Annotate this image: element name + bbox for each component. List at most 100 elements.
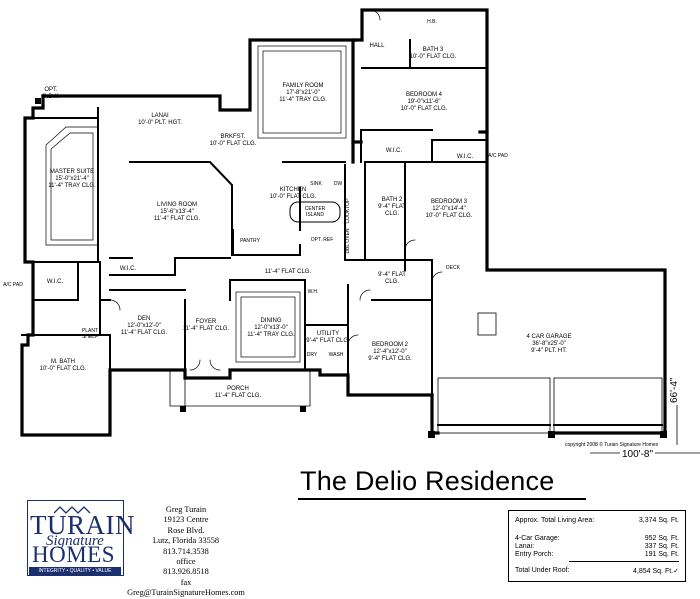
room-name: W.I.C. (119, 266, 137, 272)
contact-phone: 813.714.3538 (163, 546, 209, 556)
garage-details (437, 312, 663, 434)
room-name: HALL (369, 43, 385, 49)
room-name: FAMILY ROOM (282, 83, 324, 89)
room-name: O.D.K. (41, 94, 61, 100)
kitchen-island (289, 201, 341, 223)
room-ceiling: 11'-4" TRAY CLG. (48, 183, 96, 189)
room-ceiling: 11'-4" FLAT CLG. (153, 216, 201, 222)
room-size: 36'-8"x25'-0" (532, 341, 566, 347)
logo-brand-turain: TURAIN (30, 510, 135, 540)
room-label-dining: DINING 12'-0"x13'-0" 11'-4" TRAY CLG. (247, 318, 295, 339)
room-label-den: DEN 12'-0"x12'-0" 11'-4" FLAT CLG. (121, 316, 167, 337)
room-ceiling: 11'-4" TRAY CLG. (279, 97, 327, 103)
room-ceiling: CLG. (384, 211, 399, 217)
room-label-opt-odk: OPT. O.D.K. (42, 87, 60, 101)
room-label-bedroom2: BEDROOM 2 12'-4"x12'-0" 9'-4" FLAT CLG. (368, 342, 411, 363)
room-ceiling: 10'-0" FLAT CLG. (39, 366, 87, 372)
room-name: KITCHEN (279, 187, 307, 193)
dimension-depth: 66'-4" (669, 375, 680, 405)
room-size: 15'-0"x21'-4" (55, 176, 89, 182)
room-size: 12'-0"x14'-4" (432, 206, 466, 212)
room-label-wic-master: W.I.C. (47, 279, 63, 286)
room-label-living-room: LIVING ROOM 15'-6"x13'-4" 11'-4" FLAT CL… (154, 202, 200, 223)
room-label-hb: H.B. (427, 19, 437, 25)
contact-email[interactable]: Greg@TurainSignatureHomes.com (127, 588, 245, 598)
logo (27, 500, 124, 576)
tray-ceilings (45, 45, 347, 363)
room-ceiling: 9'-4" FLAT CLG. (306, 338, 350, 344)
room-label-wic-bed4: W.I.C. (386, 148, 402, 155)
room-label-deck: DECK (446, 265, 460, 271)
room-label-hall-94: 9'-4" FLAT CLG. (378, 272, 406, 286)
room-name: OPT. (44, 87, 58, 93)
room-name: LANAI (151, 113, 169, 119)
room-ceiling: 10'-0" FLAT CLG. (400, 106, 448, 112)
porch-frame (169, 369, 311, 407)
room-label-porch: PORCH 11'-4" FLAT CLG. (215, 386, 261, 400)
room-size: 12'-0"x12'-0" (127, 323, 161, 329)
room-ceiling: 11'-4" FLAT CLG. (264, 269, 312, 275)
room-label-bath2: BATH 2 9'-4" FLAT CLG. (378, 197, 406, 218)
room-label-family-room: FAMILY ROOM 17'-8"x21'-0" 11'-4" TRAY CL… (279, 83, 327, 104)
room-name: H.B. (427, 19, 437, 25)
room-name: BATH 3 (422, 47, 444, 53)
room-ceiling: 10'-0" FLAT CLG. (409, 54, 457, 60)
room-name: PANTRY (240, 238, 260, 244)
sqft-row: Lanai: 337 Sq. Ft. (515, 543, 679, 552)
floor-plan (20, 8, 700, 454)
sqft-label: 4-Car Garage: (515, 535, 560, 542)
dimension-width: 100'-8" (620, 449, 656, 460)
room-size: 12'-0"x13'-0" (254, 325, 288, 331)
room-name: ISLAND (305, 212, 325, 218)
room-label-ac-pad-left: A/C PAD (3, 282, 23, 288)
exterior-walls (20, 8, 667, 437)
room-label-gallery: 11'-4" FLAT CLG. (265, 269, 311, 276)
room-label-kitchen: KITCHEN 10'-0" FLAT CLG. (270, 187, 317, 201)
room-ceiling: 11'-4" FLAT CLG. (214, 393, 262, 399)
room-name: BATH 2 (381, 197, 403, 203)
page-title: The Delio Residence (300, 466, 555, 496)
room-ceiling: 10'-0" FLAT CLG. (209, 141, 257, 147)
sqft-row-total: Total Under Roof: 4,854 Sq. Ft.✓ (515, 567, 679, 576)
room-label-pantry: PANTRY (240, 238, 260, 244)
room-label-plant-shelf: PLANT SHELF (82, 328, 98, 340)
room-size: 15'-6"x13'-4" (160, 209, 194, 215)
logo-brand-homes: HOMES (32, 542, 116, 567)
room-label-center-island: CENTER ISLAND (305, 206, 326, 218)
room-label-bedroom3: BEDROOM 3 12'-0"x14'-4" 10'-0" FLAT CLG. (426, 199, 473, 220)
room-name: M. BATH (51, 359, 75, 365)
room-ceiling: 11'-4" FLAT CLG. (182, 326, 230, 332)
room-name: MASTER SUITE (49, 169, 95, 175)
room-size: 19'-0"x11'-6" (407, 99, 441, 105)
room-name: BEDROOM 3 (430, 199, 467, 205)
room-name: A/C PAD (488, 153, 508, 159)
room-label-foyer: FOYER 11'-4" FLAT CLG. (183, 319, 229, 333)
room-label-garage: 4 CAR GARAGE 36'-8"x25'-0" 9'-4" PLT. HT… (526, 334, 571, 355)
room-label-m-bath: M. BATH 10'-0" FLAT CLG. (40, 359, 87, 373)
fixture-dbl-oven: DBL OVEN (345, 228, 351, 254)
fixture-sink: SINK (310, 181, 322, 187)
sqft-row: 4-Car Garage: 952 Sq. Ft. (515, 535, 679, 544)
room-name: PLANT (81, 328, 99, 334)
room-label-lanai: LANAI 10'-0" PLT. HGT. (138, 113, 182, 127)
room-name: UTILITY (316, 331, 340, 337)
contact-city: Lutz, Florida 33558 (152, 536, 220, 546)
room-size: 17'-8"x21'-0" (286, 90, 320, 96)
sqft-value: 191 Sq. Ft. (644, 551, 679, 558)
room-name: W.I.C. (385, 148, 403, 154)
sqft-label: Lanai: (515, 543, 535, 550)
sqft-row: Approx. Total Living Area: 3,374 Sq. Ft. (515, 517, 679, 526)
contact-fax-label: fax (180, 577, 192, 587)
contact-road: Rose Blvd. (167, 525, 205, 535)
contact-block: Greg Turain 19123 Centre Rose Blvd. Lutz… (120, 505, 252, 599)
sqft-label: Total Under Roof: (515, 567, 570, 574)
sqft-value: 3,374 Sq. Ft. (638, 517, 679, 524)
room-name: CENTER (304, 206, 326, 212)
room-ceiling: 10'-0" PLT. HGT. (138, 120, 182, 126)
contact-phone-label: office (176, 557, 196, 567)
room-label-brkfst: BRKFST. 10'-0" FLAT CLG. (210, 134, 257, 148)
room-label-opt-ref: OPT. REF (311, 237, 334, 243)
house-logo-icon (54, 506, 91, 514)
sqft-label: Approx. Total Living Area: (515, 517, 595, 524)
sqft-row: Entry Porch: 191 Sq. Ft. (515, 551, 679, 560)
